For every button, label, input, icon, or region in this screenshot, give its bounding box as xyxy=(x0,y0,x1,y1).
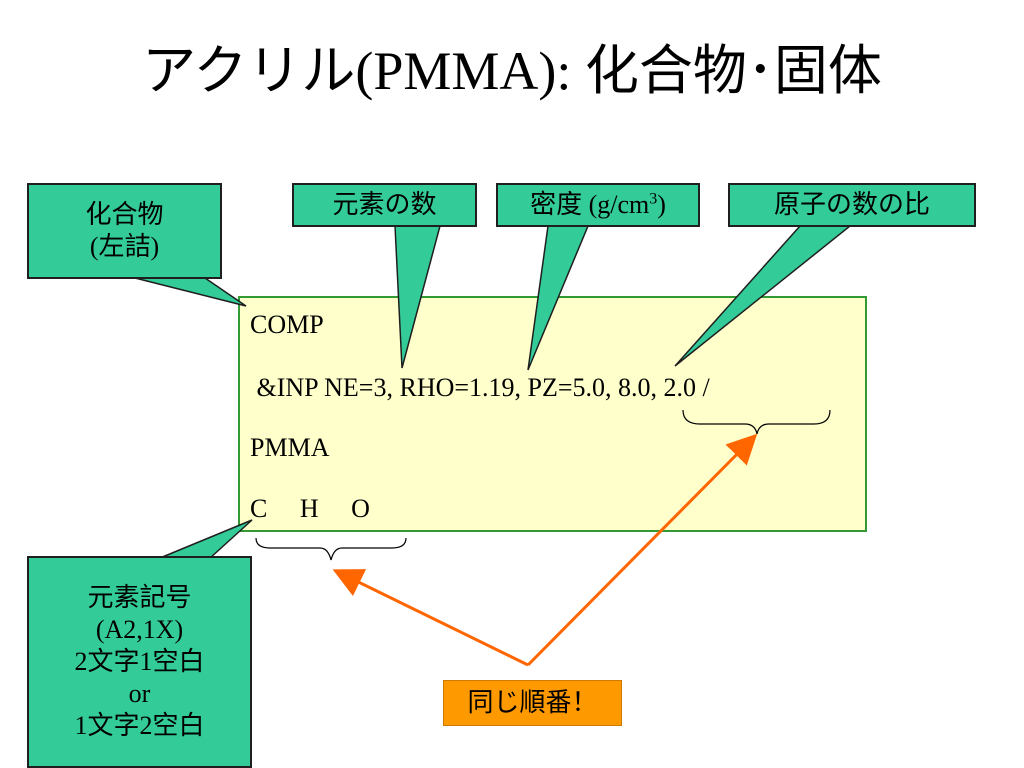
same-order-arrow-to-ratio xyxy=(526,433,758,667)
element-count-callout-pointer xyxy=(394,225,441,369)
same-order-arrow-to-symbols xyxy=(332,569,529,667)
symbol-callout-pointer xyxy=(159,519,253,559)
symbol-callout-line3: 2文字1空白 xyxy=(74,647,205,676)
atom-ratio-label: 原子の数の比 xyxy=(773,190,930,219)
symbol-callout-line1: 元素記号 xyxy=(87,583,192,612)
density-callout: 密度 (g/cm3) xyxy=(496,183,700,227)
element-count-callout: 元素の数 xyxy=(292,183,477,227)
atom-ratio-callout: 原子の数の比 xyxy=(728,183,976,227)
symbol-callout-line2: (A2,1X) xyxy=(95,615,184,644)
code-line-material: PMMA xyxy=(250,433,330,462)
ratio-values-brace xyxy=(682,409,831,435)
input-code-box xyxy=(238,296,867,532)
compound-callout-line1: 化合物 xyxy=(85,200,164,229)
symbol-callout-line5: 1文字2空白 xyxy=(74,711,205,740)
same-order-note: 同じ順番！ xyxy=(443,680,622,726)
symbol-callout-line4: or xyxy=(128,679,151,708)
slide-title: アクリル(PMMA): 化合物･固体 xyxy=(142,41,882,101)
element-symbol-callout: 元素記号 (A2,1X) 2文字1空白 or 1文字2空白 xyxy=(27,556,252,768)
compound-callout: 化合物 (左詰) xyxy=(27,183,222,279)
element-count-label: 元素の数 xyxy=(332,190,437,219)
density-label: 密度 (g/cm3) xyxy=(530,190,666,219)
code-line-inp: &INP NE=3, RHO=1.19, PZ=5.0, 8.0, 2.0 / xyxy=(250,373,710,402)
element-symbols-brace xyxy=(255,537,407,561)
code-line-elements: C H O xyxy=(250,494,370,523)
code-line-comp: COMP xyxy=(250,310,324,339)
atom-ratio-callout-pointer xyxy=(674,225,853,367)
density-callout-pointer xyxy=(527,225,590,371)
compound-callout-pointer xyxy=(134,277,247,307)
compound-callout-line2: (左詰) xyxy=(89,232,160,261)
